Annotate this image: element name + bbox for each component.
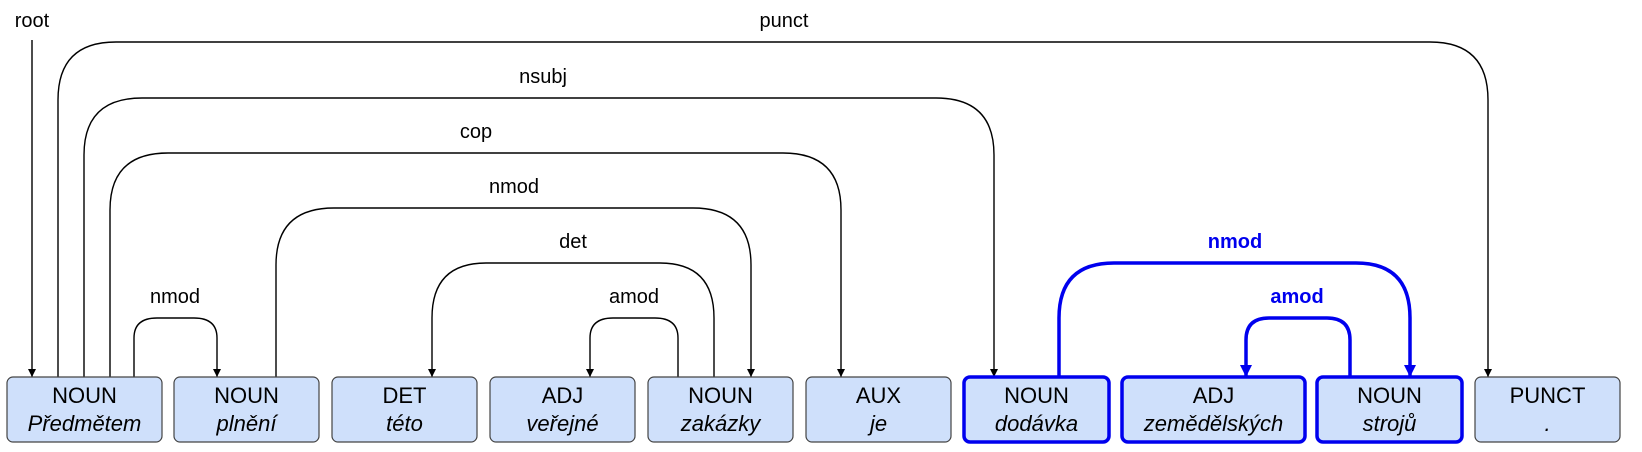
token-word: . [1544, 411, 1550, 436]
edge-punct-arc [57, 41, 1492, 377]
edge-label-nmod-1: nmod [489, 176, 539, 198]
token-word: této [386, 411, 423, 436]
token-tag: NOUN [1357, 383, 1422, 408]
edge-label-cop: cop [460, 121, 492, 143]
token-word: veřejné [526, 411, 598, 436]
token-word: strojů [1363, 411, 1417, 436]
dependency-arcs [28, 40, 1492, 377]
token-word: je [867, 411, 887, 436]
edge-nmod-arc-highlighted [1057, 261, 1416, 377]
token-tag: NOUN [214, 383, 279, 408]
token-node: NOUN zakázky [647, 376, 794, 443]
edge-labels: root punct nsubj cop nmod det amod nmod … [15, 10, 1324, 308]
token-tag: PUNCT [1510, 383, 1586, 408]
edge-label-punct: punct [760, 10, 809, 32]
token-word: zakázky [680, 411, 762, 436]
token-tag: NOUN [1004, 383, 1069, 408]
token-nodes: NOUN Předmětem NOUN plnění DET této ADJ … [6, 375, 1621, 444]
token-node-highlighted: NOUN dodávka [962, 375, 1111, 444]
token-tag: ADJ [542, 383, 584, 408]
edge-label-det: det [559, 231, 587, 253]
token-word: dodávka [995, 411, 1078, 436]
edge-amod-arc-highlighted [1240, 316, 1352, 377]
edge-label-nmod-highlighted: nmod [1208, 231, 1262, 253]
edge-cop-arc [109, 152, 845, 377]
edge-nsubj-arc [83, 97, 998, 377]
edge-nmod-arc-1 [275, 207, 755, 377]
token-word: zemědělských [1143, 411, 1283, 436]
token-tag: NOUN [688, 383, 753, 408]
token-node: AUX je [805, 376, 952, 443]
token-tag: ADJ [1193, 383, 1235, 408]
edge-amod-arc-1 [586, 317, 679, 377]
token-node: ADJ veřejné [489, 376, 636, 443]
token-node-highlighted: NOUN strojů [1315, 375, 1464, 444]
token-tag: NOUN [52, 383, 117, 408]
edge-label-amod-highlighted: amod [1270, 286, 1323, 308]
token-word: Předmětem [28, 411, 142, 436]
edge-label-nsubj: nsubj [519, 66, 567, 88]
token-node: NOUN Předmětem [6, 376, 163, 443]
token-tag: AUX [856, 383, 902, 408]
edge-label-nmod-2: nmod [150, 286, 200, 308]
token-node: DET této [331, 376, 478, 443]
token-node: PUNCT . [1474, 376, 1621, 443]
token-node-highlighted: ADJ zemědělských [1120, 375, 1307, 444]
edge-det-arc [428, 262, 715, 377]
edge-nmod-arc-2 [133, 317, 221, 377]
token-tag: DET [383, 383, 427, 408]
root-label: root [15, 10, 50, 32]
token-word: plnění [216, 411, 279, 436]
edge-label-amod-1: amod [609, 286, 659, 308]
token-node: NOUN plnění [173, 376, 320, 443]
